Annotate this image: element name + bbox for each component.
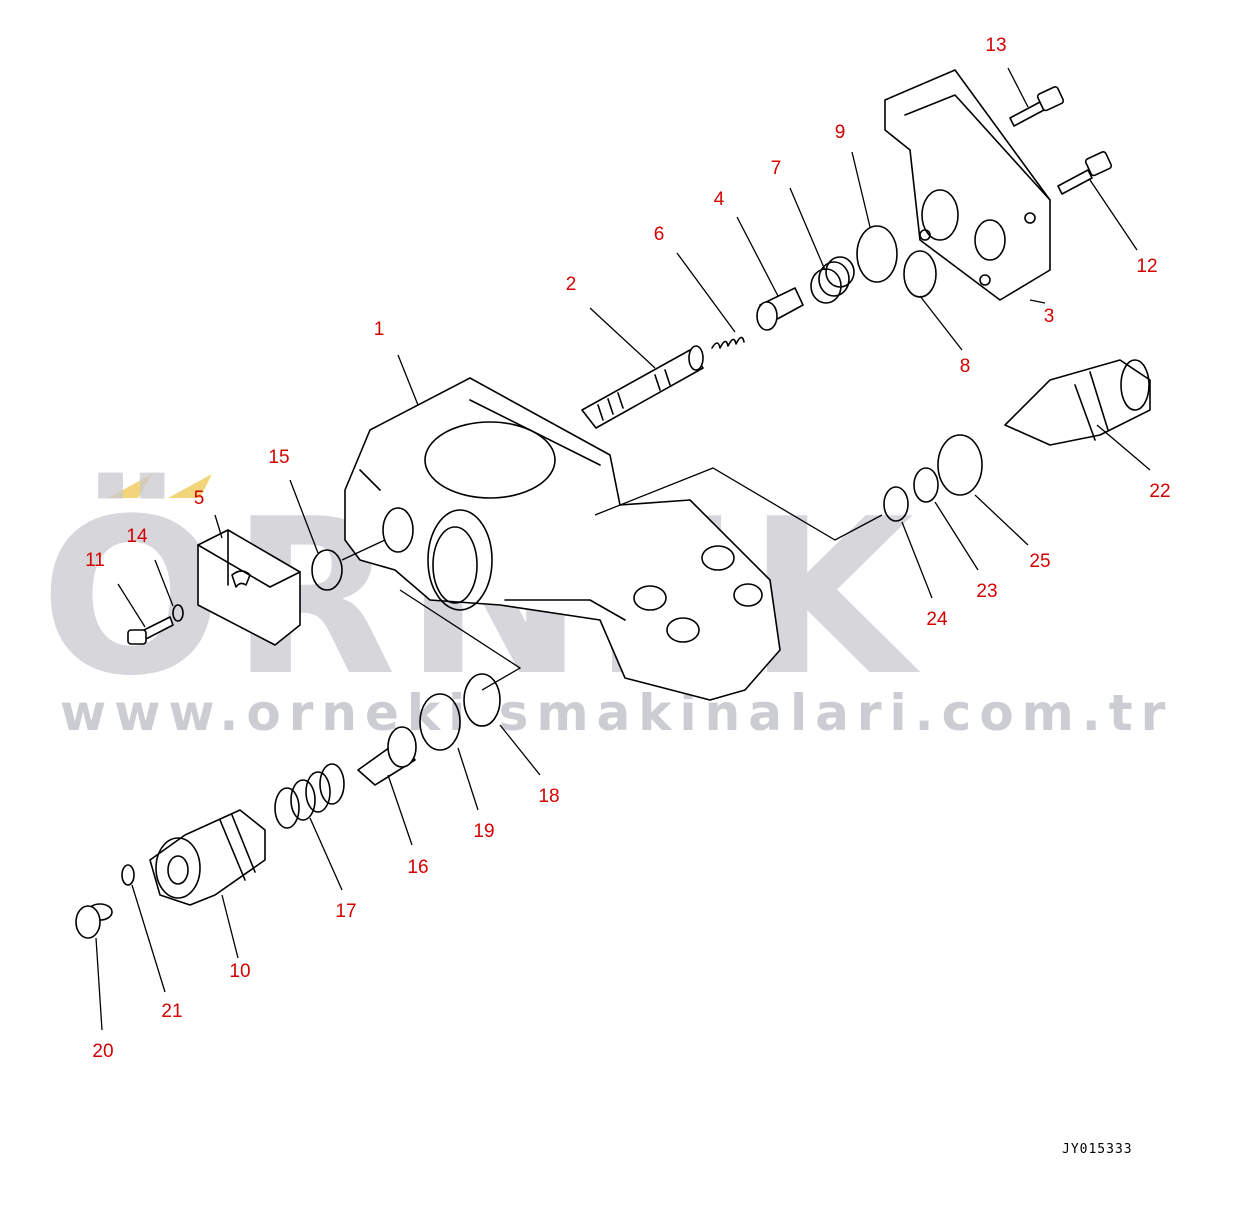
part-17-spring xyxy=(274,763,345,829)
part-9-o-ring xyxy=(856,225,898,283)
part-11-bolt xyxy=(127,616,174,645)
part-22-relief-valve xyxy=(1004,359,1151,446)
watermark-accent-left xyxy=(108,474,152,498)
part-14-washer xyxy=(172,604,184,622)
callout-13: 13 xyxy=(985,35,1006,56)
callout-16: 16 xyxy=(407,857,428,878)
part-10-plug xyxy=(149,809,266,906)
callout-10: 10 xyxy=(229,961,250,982)
leader-lines xyxy=(95,67,1151,1031)
callout-7: 7 xyxy=(771,158,782,179)
callout-5: 5 xyxy=(194,488,205,509)
watermark-accent-right xyxy=(168,474,212,498)
part-23-o-ring xyxy=(913,467,939,503)
part-19-o-ring xyxy=(419,693,461,751)
part-12-bolt xyxy=(1057,151,1113,195)
callout-21: 21 xyxy=(161,1001,182,1022)
part-5-plate xyxy=(197,529,301,646)
assembly-guide-lines xyxy=(341,467,883,691)
callout-9: 9 xyxy=(835,122,846,143)
callout-2: 2 xyxy=(566,274,577,295)
part-24-o-ring xyxy=(883,486,909,522)
callout-24: 24 xyxy=(926,609,948,630)
part-6-spring xyxy=(711,336,745,349)
part-20-plug xyxy=(75,903,113,939)
callout-1: 1 xyxy=(374,319,385,340)
callout-4: 4 xyxy=(714,189,725,210)
part-21-o-ring xyxy=(121,864,135,886)
callout-20: 20 xyxy=(92,1041,113,1062)
callout-labels: 1 2 3 4 5 6 7 8 9 10 11 12 13 14 15 16 1… xyxy=(85,35,1170,1062)
part-8-o-ring xyxy=(903,250,937,298)
part-1-valve-body xyxy=(344,377,781,701)
part-15-o-ring xyxy=(311,549,343,591)
callout-23: 23 xyxy=(976,581,997,602)
callout-15: 15 xyxy=(268,447,289,468)
callout-6: 6 xyxy=(654,224,665,245)
callout-17: 17 xyxy=(335,901,356,922)
part-16-poppet xyxy=(357,726,417,786)
part-7-spring xyxy=(810,256,855,304)
part-18-o-ring xyxy=(463,673,501,727)
watermark-url: www.orneki smakinalari.com.tr xyxy=(60,684,1173,742)
callout-22: 22 xyxy=(1149,481,1170,502)
part-3-cover xyxy=(884,69,1051,301)
callout-3: 3 xyxy=(1044,306,1055,327)
part-25-o-ring xyxy=(937,434,983,496)
callout-18: 18 xyxy=(538,786,559,807)
part-13-bolt xyxy=(1009,86,1065,127)
callout-8: 8 xyxy=(960,356,971,377)
callout-19: 19 xyxy=(473,821,494,842)
callout-11: 11 xyxy=(85,550,105,571)
part-2-spool xyxy=(581,345,704,429)
drawing-code: JY015333 xyxy=(1062,1142,1133,1157)
callout-12: 12 xyxy=(1136,256,1157,277)
part-4-sleeve xyxy=(756,287,804,331)
callout-14: 14 xyxy=(126,526,148,547)
callout-25: 25 xyxy=(1029,551,1050,572)
